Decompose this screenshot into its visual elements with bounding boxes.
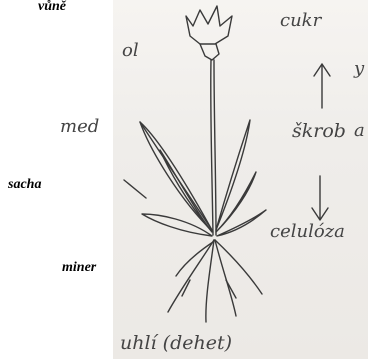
label-med: med xyxy=(60,118,99,136)
label-sacha: sacha xyxy=(8,178,41,192)
label-ol: ol xyxy=(122,42,139,60)
root-2 xyxy=(206,240,214,322)
label-uhli: uhlí (dehet) xyxy=(120,334,232,353)
label-y: y xyxy=(354,60,364,78)
label-celuloza: celulóza xyxy=(270,223,345,241)
label-vune: vůně xyxy=(38,0,66,14)
pointer-line xyxy=(124,180,146,198)
label-miner: miner xyxy=(62,261,96,275)
label-cukr: cukr xyxy=(280,12,321,30)
plant-stem xyxy=(211,60,213,235)
label-skrob: škrob xyxy=(292,122,346,141)
root-3 xyxy=(215,240,236,316)
leaf-right-mid xyxy=(216,172,256,232)
arrow-up xyxy=(314,64,330,108)
label-a: a xyxy=(354,122,365,140)
arrow-down xyxy=(312,176,328,220)
root-5 xyxy=(176,242,213,276)
flower-calyx xyxy=(200,44,219,60)
flower-head xyxy=(186,6,232,44)
